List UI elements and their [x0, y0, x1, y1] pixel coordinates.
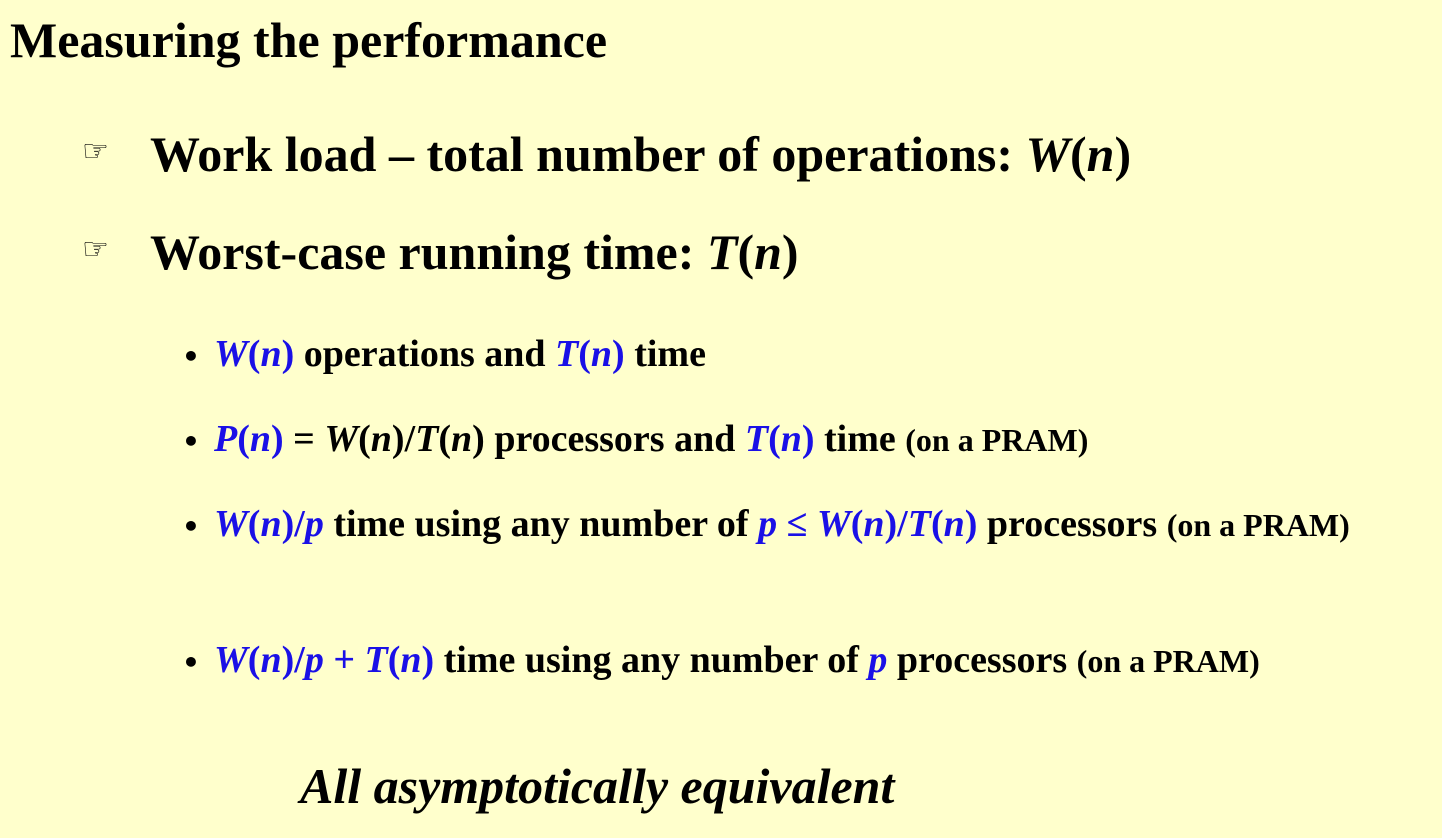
- math-fn: W: [1025, 126, 1070, 182]
- math-w-n-over-p-plus-t-n: W(n)/p + T(n): [214, 639, 435, 681]
- paren-close: ): [1114, 126, 1132, 182]
- bullet-dot-icon: •: [182, 340, 200, 373]
- math-w-n: W(n): [214, 333, 295, 375]
- pram-note: (on a PRAM): [905, 422, 1089, 458]
- math-fn: T: [706, 224, 738, 280]
- sub-bullet-2: • P(n) = W(n)/T(n) processors and T(n) ti…: [182, 413, 1437, 468]
- math-t-n: T(n): [744, 418, 815, 460]
- sub-text-end: processors: [887, 639, 1077, 681]
- sub-text-end: processors: [977, 503, 1167, 545]
- math-w-over-t: W(n)/T(n): [324, 418, 485, 460]
- sub-bullet-1: • W(n) operations and T(n) time: [182, 328, 1437, 383]
- bullet-dot-icon: •: [182, 646, 200, 679]
- pram-note: (on a PRAM): [1076, 643, 1260, 679]
- paren-open: (: [1069, 126, 1087, 182]
- math-arg: n: [1086, 126, 1115, 182]
- sub-bullet-4: •W(n)/p + T(n) time using any number of …: [182, 634, 1437, 689]
- sub-text: time using any number of: [434, 639, 869, 681]
- pram-note: (on a PRAM): [1166, 507, 1350, 543]
- pointing-hand-icon: ☞: [82, 232, 109, 267]
- math-p-n: P(n): [214, 418, 284, 460]
- math-p-leq-w-over-t: p ≤ W(n)/T(n): [758, 503, 978, 545]
- bullet-text: Worst-case running time:: [150, 224, 707, 280]
- sub-text: time using any number of: [323, 503, 759, 545]
- math-w-n-over-p: W(n)/p: [214, 503, 324, 545]
- math-t-n: T(n): [555, 333, 625, 375]
- bullet-text: Work load – total number of operations:: [150, 126, 1026, 182]
- bullet-work-load: ☞ Work load – total number of operations:…: [82, 122, 1131, 184]
- bullet-dot-icon: •: [182, 510, 200, 543]
- conclusion-text: All asymptotically equivalent: [300, 758, 895, 814]
- slide-title: Measuring the performance: [10, 12, 608, 68]
- paren-open: (: [737, 224, 755, 280]
- bullet-dot-icon: •: [182, 425, 200, 458]
- sub-bullet-3: • W(n)/p time using any number of p ≤ W(n…: [182, 498, 1437, 553]
- sub-text: operations and: [294, 333, 556, 375]
- bullet-worst-case: ☞ Worst-case running time: T(n): [82, 220, 799, 282]
- sub-text-end: time: [624, 333, 706, 375]
- math-arg: n: [754, 224, 782, 280]
- math-equals: =: [283, 418, 325, 460]
- pointing-hand-icon: ☞: [82, 134, 109, 169]
- sub-text: processors and: [484, 418, 745, 460]
- paren-close: ): [781, 224, 799, 280]
- math-p: p: [868, 639, 888, 681]
- sub-text-end: time: [814, 418, 906, 460]
